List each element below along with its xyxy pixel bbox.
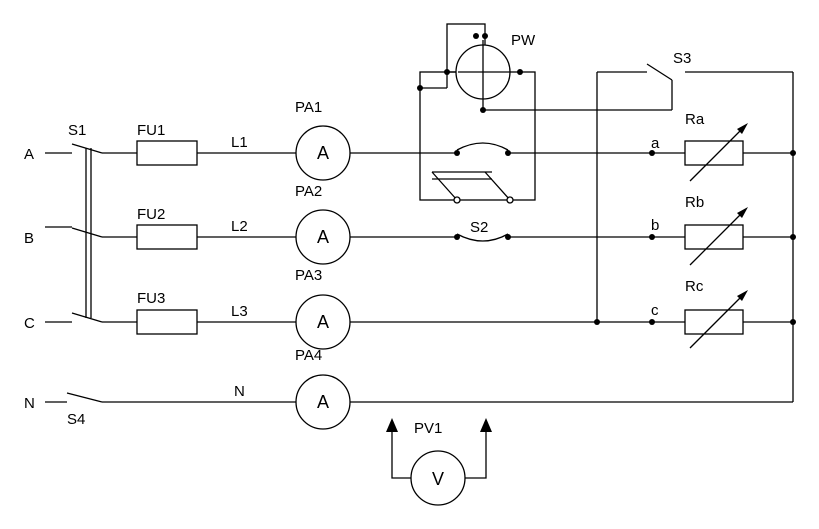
probe-arrow-left <box>386 418 398 432</box>
junction-dots <box>417 33 796 325</box>
voltmeter-pv1-assembly <box>386 418 492 506</box>
meter-label-pa1: PA1 <box>295 99 322 116</box>
fuse-fu3 <box>136 309 198 335</box>
node-label-c: c <box>651 302 659 319</box>
wattmeter-pw-assembly <box>419 23 536 201</box>
fuse-fu1 <box>136 140 198 166</box>
ammeter-symbol-pa2: A <box>317 227 329 247</box>
line-label-l2: L2 <box>231 218 248 235</box>
ammeter-pa2 <box>295 209 351 265</box>
s2-switch <box>431 142 514 242</box>
s1-contact-b <box>71 227 103 238</box>
resistor-label-rb: Rb <box>685 194 704 211</box>
resistor-label-ra: Ra <box>685 111 705 128</box>
fuse-fu2 <box>136 224 198 250</box>
resistor-rc <box>684 309 744 335</box>
ammeter-symbol-pa4: A <box>317 392 329 412</box>
variable-arrow-ra <box>689 123 748 182</box>
switch-label-s4: S4 <box>67 411 85 428</box>
meter-label-pa4: PA4 <box>295 347 322 364</box>
phase-label-b: B <box>24 230 34 247</box>
s3-switch <box>483 63 673 322</box>
variable-arrow-rb <box>689 207 748 266</box>
switch-label-s1: S1 <box>68 122 86 139</box>
probe-arrow-right <box>480 418 492 432</box>
variable-arrow-rc <box>689 290 748 349</box>
s1-contact-a <box>71 143 103 154</box>
meter-label-pv1: PV1 <box>414 420 442 437</box>
resistor-ra <box>684 140 744 166</box>
s4-contact <box>66 392 103 403</box>
switch-label-s2: S2 <box>470 219 488 236</box>
s1-contact-c <box>71 312 103 323</box>
fuse-label-fu3: FU3 <box>137 290 165 307</box>
s2-arc-b <box>456 233 509 242</box>
line-phase-c <box>45 312 793 323</box>
ammeter-pa3 <box>295 294 351 350</box>
phase-label-n: N <box>24 395 35 412</box>
line-label-l1: L1 <box>231 134 248 151</box>
node-label-a: a <box>651 135 660 152</box>
resistor-label-rc: Rc <box>685 278 704 295</box>
ammeter-symbol-pa3: A <box>317 312 329 332</box>
ammeter-symbol-pa1: A <box>317 143 329 163</box>
resistor-rb <box>684 224 744 250</box>
ammeter-pa4 <box>295 374 351 430</box>
fuse-label-fu1: FU1 <box>137 122 165 139</box>
node-label-b: b <box>651 217 659 234</box>
fuse-label-fu2: FU2 <box>137 206 165 223</box>
line-label-n: N <box>234 383 245 400</box>
phase-label-c: C <box>24 315 35 332</box>
line-neutral <box>45 392 793 403</box>
s2-arc-a <box>456 142 509 151</box>
meter-label-pa3: PA3 <box>295 267 322 284</box>
meter-label-pw: PW <box>511 32 536 49</box>
ammeter-pa1 <box>295 125 351 181</box>
switch-label-s3: S3 <box>673 50 691 67</box>
phase-label-a: A <box>24 146 34 163</box>
meter-label-pa2: PA2 <box>295 183 322 200</box>
voltmeter-symbol: V <box>432 469 444 489</box>
s1-gang-linkage <box>85 148 92 318</box>
line-label-l3: L3 <box>231 303 248 320</box>
